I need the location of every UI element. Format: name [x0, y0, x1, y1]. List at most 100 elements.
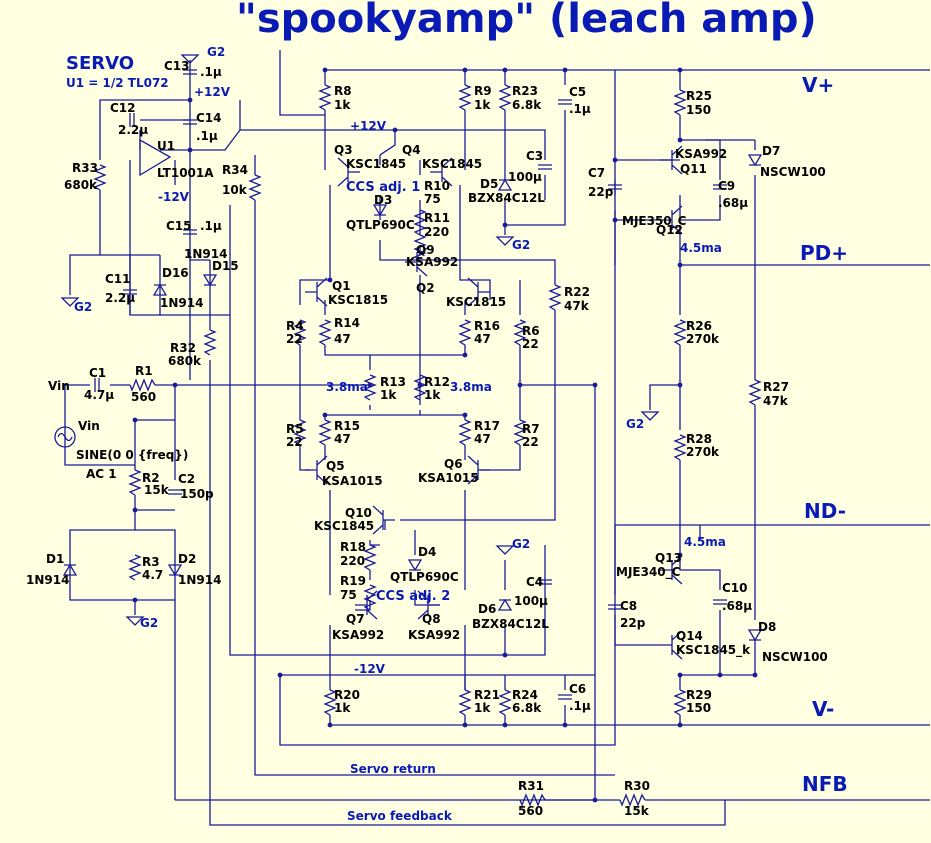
label-r31-1: R31 — [518, 779, 544, 793]
label-q1-2: KSC1815 — [328, 293, 388, 307]
label-d2-1: D2 — [178, 552, 196, 566]
label-r12-2: 1k — [424, 388, 441, 402]
label-c4-2: 100µ — [514, 594, 548, 608]
label-r7-1: R7 — [522, 422, 540, 436]
label-c15-1: C15 — [166, 219, 192, 233]
label-r15-2: 47 — [334, 432, 351, 446]
label-d3-1: D3 — [374, 193, 392, 207]
net-g2-d: G2 — [512, 238, 530, 252]
label-d5-2: BZX84C12L — [468, 191, 545, 205]
servo-return-label: Servo return — [350, 762, 436, 776]
label-r2-1: R2 — [142, 471, 160, 485]
label-q11-1: KSA992 — [675, 147, 727, 161]
label-r22-1: R22 — [564, 285, 590, 299]
label-q6-2: KSA1015 — [418, 471, 479, 485]
label-r33-1: R33 — [72, 161, 98, 175]
label-r17-1: R17 — [474, 419, 500, 433]
source-name: Vin — [78, 419, 100, 433]
net-g2-f: G2 — [626, 417, 644, 431]
label-r1-2: 560 — [131, 390, 156, 404]
label-d3-2: QTLP690C — [346, 218, 415, 232]
label-q6-1: Q6 — [444, 457, 463, 471]
label-r34-1: R34 — [222, 163, 248, 177]
label-c1-1: C1 — [89, 366, 106, 380]
label-r32-2: 680k — [168, 354, 202, 368]
label-q7-1: Q7 — [346, 612, 365, 626]
label-c10-2: .68µ — [722, 599, 752, 613]
label-r15-1: R15 — [334, 419, 360, 433]
label-q3-2: KSC1845 — [346, 157, 406, 171]
label-r21-1: R21 — [474, 688, 500, 702]
label-r18-2: 220 — [340, 554, 365, 568]
label-r18-1: R18 — [340, 540, 366, 554]
labels: "spookyamp" (leach amp) SERVO U1 = 1/2 T… — [48, 0, 848, 823]
label-r30-1: R30 — [624, 779, 650, 793]
schematic-title: "spookyamp" (leach amp) — [236, 0, 817, 42]
label-r20-2: 1k — [334, 701, 351, 715]
net-plus12-b: +12V — [350, 119, 387, 133]
label-q8-1: Q8 — [422, 612, 441, 626]
net-g2-c: G2 — [140, 616, 158, 630]
label-q14-1: Q14 — [676, 629, 703, 643]
label-d8-2: NSCW100 — [762, 650, 828, 664]
label-c10-1: C10 — [722, 581, 748, 595]
label-r8-2: 1k — [334, 98, 351, 112]
label-r20-1: R20 — [334, 688, 360, 702]
label-r27-1: R27 — [763, 380, 789, 394]
label-r13-1: R13 — [380, 375, 406, 389]
label-q10-2: KSC1845 — [314, 519, 374, 533]
current-bottom: 4.5ma — [684, 535, 726, 549]
label-c5-2: .1µ — [569, 102, 591, 116]
servo-title: SERVO — [66, 53, 134, 74]
components — [54, 54, 763, 807]
label-c9-1: C9 — [718, 179, 735, 193]
current-right: 3.8ma — [450, 380, 492, 394]
label-q9-2: KSA992 — [406, 255, 458, 269]
label-r11-2: 220 — [424, 225, 449, 239]
label-r17-2: 47 — [474, 432, 491, 446]
label-r16-1: R16 — [474, 319, 500, 333]
label-r14-1: R14 — [334, 316, 360, 330]
source-spec: SINE(0 0 {freq}) — [76, 448, 188, 462]
rail-pd-plus: PD+ — [800, 241, 848, 265]
label-r3-2: 4.7 — [142, 568, 163, 582]
net-minus12-a: -12V — [158, 190, 190, 204]
label-r2-2: 15k — [144, 483, 170, 497]
net-g2-a: G2 — [207, 45, 225, 59]
net-ccs2: CCS adj. 2 — [376, 589, 450, 604]
rail-nd-minus: ND- — [804, 499, 846, 523]
net-ccs1: CCS adj. 1 — [346, 180, 420, 195]
label-r4-1: R4 — [286, 319, 304, 333]
wires — [64, 50, 930, 826]
label-c13-1: C13 — [164, 59, 190, 73]
label-r12-1: R12 — [424, 375, 450, 389]
label-c1-2: 4.7µ — [84, 388, 114, 402]
label-c14-2: .1µ — [196, 129, 218, 143]
label-q14-2: KSC1845_k — [676, 643, 751, 658]
label-q13-1: Q13 — [655, 551, 682, 565]
label-r28-1: R28 — [686, 432, 712, 446]
label-d1-1: D1 — [46, 552, 64, 566]
label-r32-1: R32 — [170, 341, 196, 355]
label-q2-2: KSC1815 — [446, 295, 506, 309]
label-q10-1: Q10 — [345, 506, 372, 520]
label-c12-1: C12 — [110, 101, 136, 115]
label-d5-1: D5 — [480, 177, 498, 191]
label-r13-2: 1k — [380, 388, 397, 402]
label-d7-1: D7 — [762, 144, 780, 158]
label-c11-1: C11 — [105, 272, 131, 286]
label-r7-2: 22 — [522, 435, 539, 449]
label-r24-1: R24 — [512, 688, 538, 702]
label-c6-2: .1µ — [569, 699, 591, 713]
label-r30-2: 15k — [624, 804, 650, 818]
label-c13-2: .1µ — [200, 65, 222, 79]
current-left: 3.8ma — [326, 380, 368, 394]
label-d16-2: 1N914 — [160, 296, 203, 310]
label-r34-2: 10k — [222, 183, 248, 197]
label-d6-2: BZX84C12L — [472, 617, 549, 631]
rail-v-plus: V+ — [802, 73, 834, 97]
label-u1-2: LT1001A — [157, 166, 214, 180]
label-r6-1: R6 — [522, 324, 540, 338]
